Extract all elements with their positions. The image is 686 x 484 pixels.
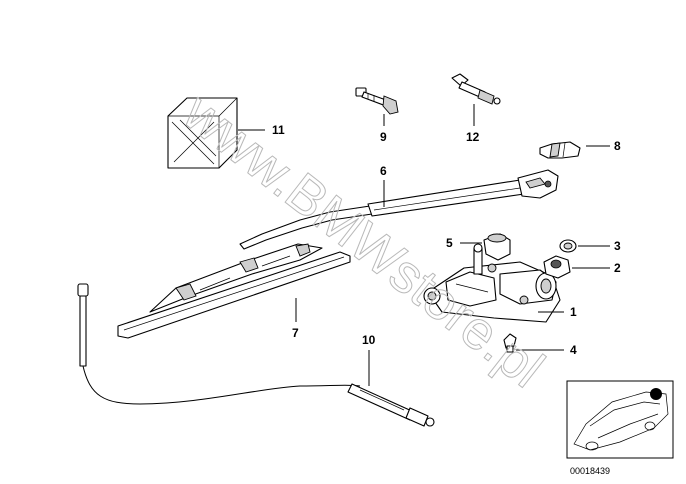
callout-numbers: 11 9 12 8 6 5 3 2 1 7 10 4	[272, 123, 621, 357]
part-6-wiper-arm	[239, 169, 559, 250]
part-5-grommet	[483, 233, 511, 261]
part-8-cap	[539, 141, 581, 159]
callout-10: 10	[362, 333, 376, 347]
part-9-clip	[355, 87, 399, 115]
part-3-seal	[559, 239, 577, 253]
callout-6: 6	[380, 164, 387, 178]
callout-12: 12	[466, 130, 480, 144]
part-2-nut	[543, 255, 571, 279]
washer-hose	[77, 283, 361, 405]
location-marker-icon	[650, 388, 662, 400]
part-12-connector	[451, 73, 501, 105]
callout-8: 8	[614, 139, 621, 153]
callout-9: 9	[380, 130, 387, 144]
callout-4: 4	[570, 343, 577, 357]
leader-lines	[238, 104, 610, 386]
callout-5: 5	[446, 236, 453, 250]
part-11-cover	[167, 97, 238, 169]
callout-1: 1	[570, 305, 577, 319]
callout-2: 2	[614, 261, 621, 275]
part-1-wiper-motor	[423, 243, 561, 323]
part-7-wiper-blade	[117, 243, 351, 339]
part-4-bolt	[503, 333, 517, 353]
callout-3: 3	[614, 239, 621, 253]
car-location-thumbnail: 00018439	[566, 380, 674, 476]
callout-7: 7	[292, 326, 299, 340]
part-10-hose-fitting	[347, 383, 435, 427]
callout-11: 11	[272, 123, 285, 137]
image-code: 00018439	[570, 466, 610, 476]
